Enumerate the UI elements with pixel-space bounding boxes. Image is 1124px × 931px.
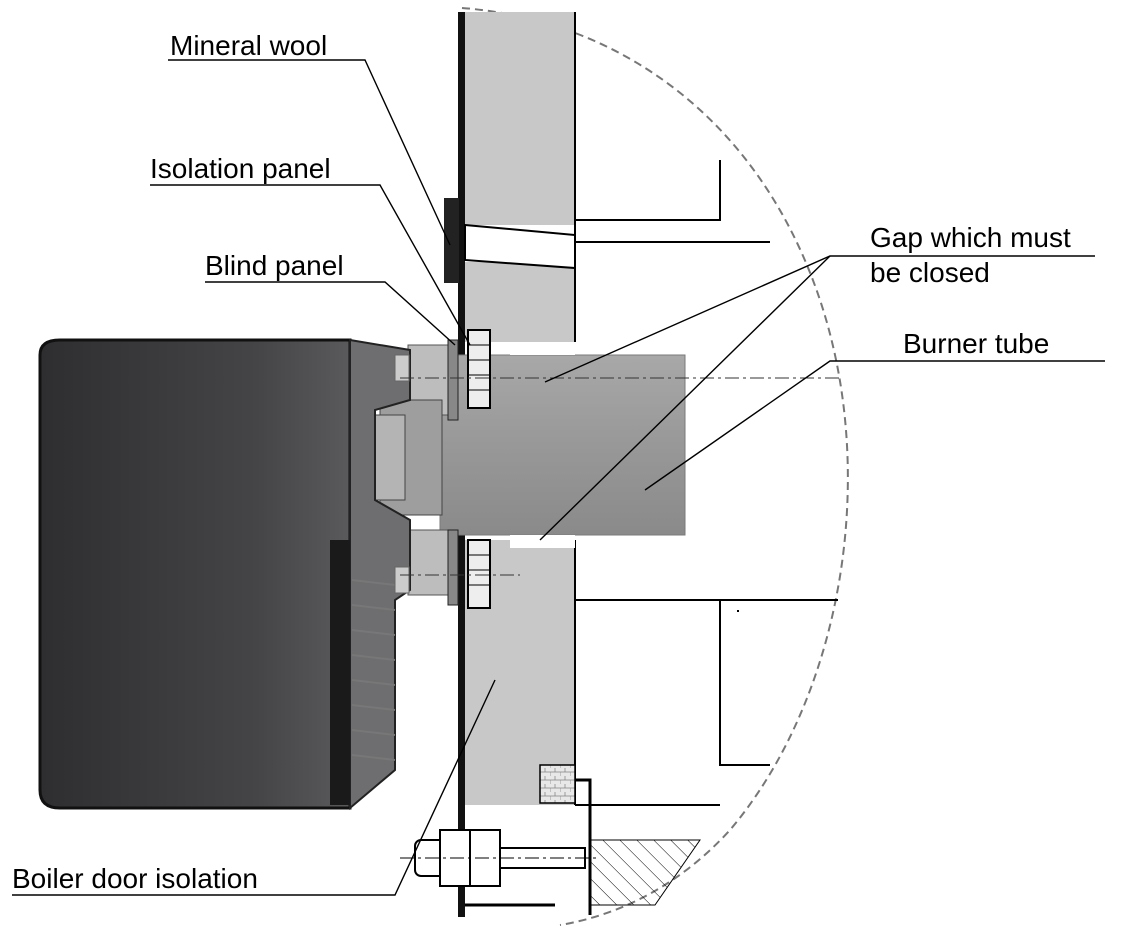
axis-lines	[400, 377, 840, 576]
hatched-base	[589, 839, 701, 906]
label-mineral-wool: Mineral wool	[170, 30, 328, 61]
leader-isolation-panel	[150, 184, 471, 346]
gap-top	[510, 342, 575, 355]
label-isolation-panel: Isolation panel	[150, 153, 331, 184]
leader-mineral-wool	[168, 59, 451, 246]
detail-boundary-arc	[461, 7, 849, 926]
burner-housing	[38, 338, 411, 811]
label-gap-line2: be closed	[870, 257, 990, 288]
boiler-door-isolation	[465, 12, 576, 805]
label-burner-tube: Burner tube	[903, 328, 1050, 359]
bottom-bolt	[400, 829, 600, 887]
leader-blind-panel	[205, 281, 456, 346]
air-vents	[351, 579, 396, 761]
gap-bottom	[510, 535, 575, 548]
leader-boiler-door-isolation	[12, 679, 496, 896]
combustion-chamber-lines	[574, 160, 838, 806]
mineral-wool-seal	[444, 198, 459, 283]
label-blind-panel: Blind panel	[205, 250, 344, 281]
label-gap-line1: Gap which must	[870, 222, 1071, 253]
leader-lines	[12, 59, 1105, 896]
bottom-brick	[539, 764, 576, 804]
label-boiler-door-isolation: Boiler door isolation	[12, 863, 258, 894]
mounting-flange	[374, 329, 491, 609]
leader-gap-bottom	[539, 255, 831, 541]
leader-burner-tube	[644, 360, 1105, 491]
upper-port	[464, 223, 576, 270]
